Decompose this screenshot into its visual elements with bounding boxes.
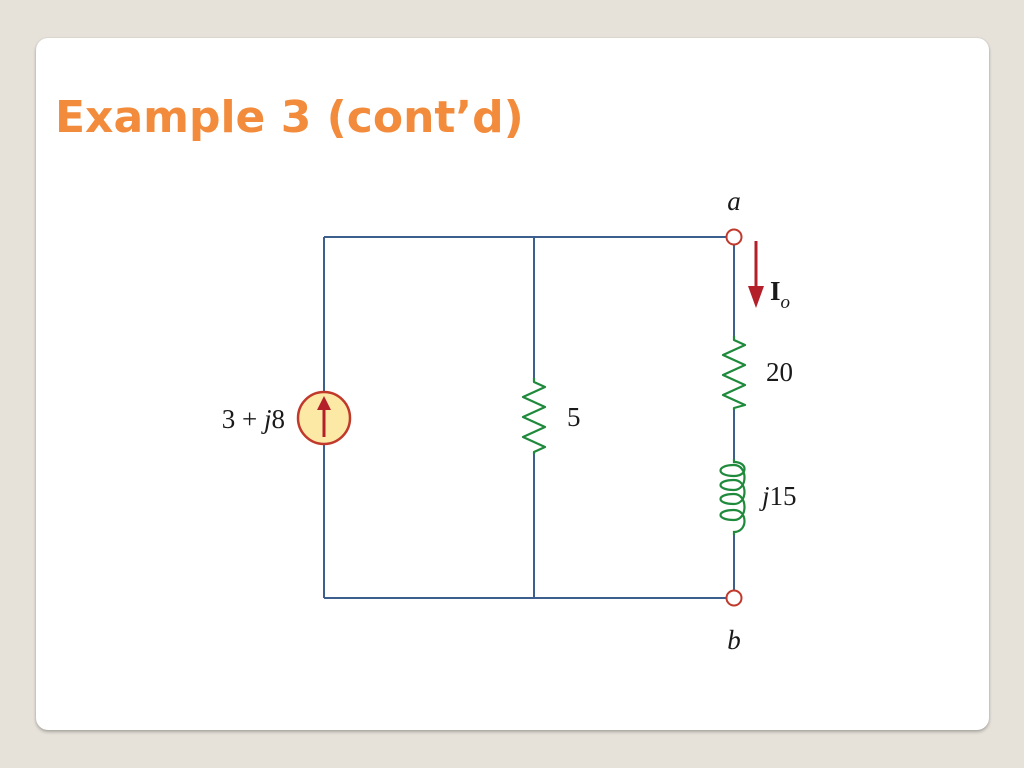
inductor xyxy=(719,459,746,535)
current-arrow-icon xyxy=(748,286,764,308)
shunt-resistor-label: 5 xyxy=(567,402,581,432)
series-resistor-label: 20 xyxy=(766,357,793,387)
shunt-resistor xyxy=(521,378,547,454)
series-resistor xyxy=(721,336,747,410)
terminal-a-label: a xyxy=(727,186,741,216)
inductor-coil xyxy=(719,459,746,535)
terminal-a xyxy=(725,228,743,246)
terminal-b-label: b xyxy=(727,625,741,655)
slide-title: Example 3 (cont’d) xyxy=(55,92,524,143)
source-label: 3 + j8 xyxy=(222,404,285,434)
terminal-b xyxy=(725,589,743,607)
current-label: Io xyxy=(770,276,790,313)
current-arrow xyxy=(748,241,764,308)
source-arrow-icon xyxy=(317,396,331,410)
wires xyxy=(323,236,735,599)
current-source xyxy=(296,390,352,446)
inductor-label: j15 xyxy=(759,481,797,511)
slide-card xyxy=(36,38,989,730)
